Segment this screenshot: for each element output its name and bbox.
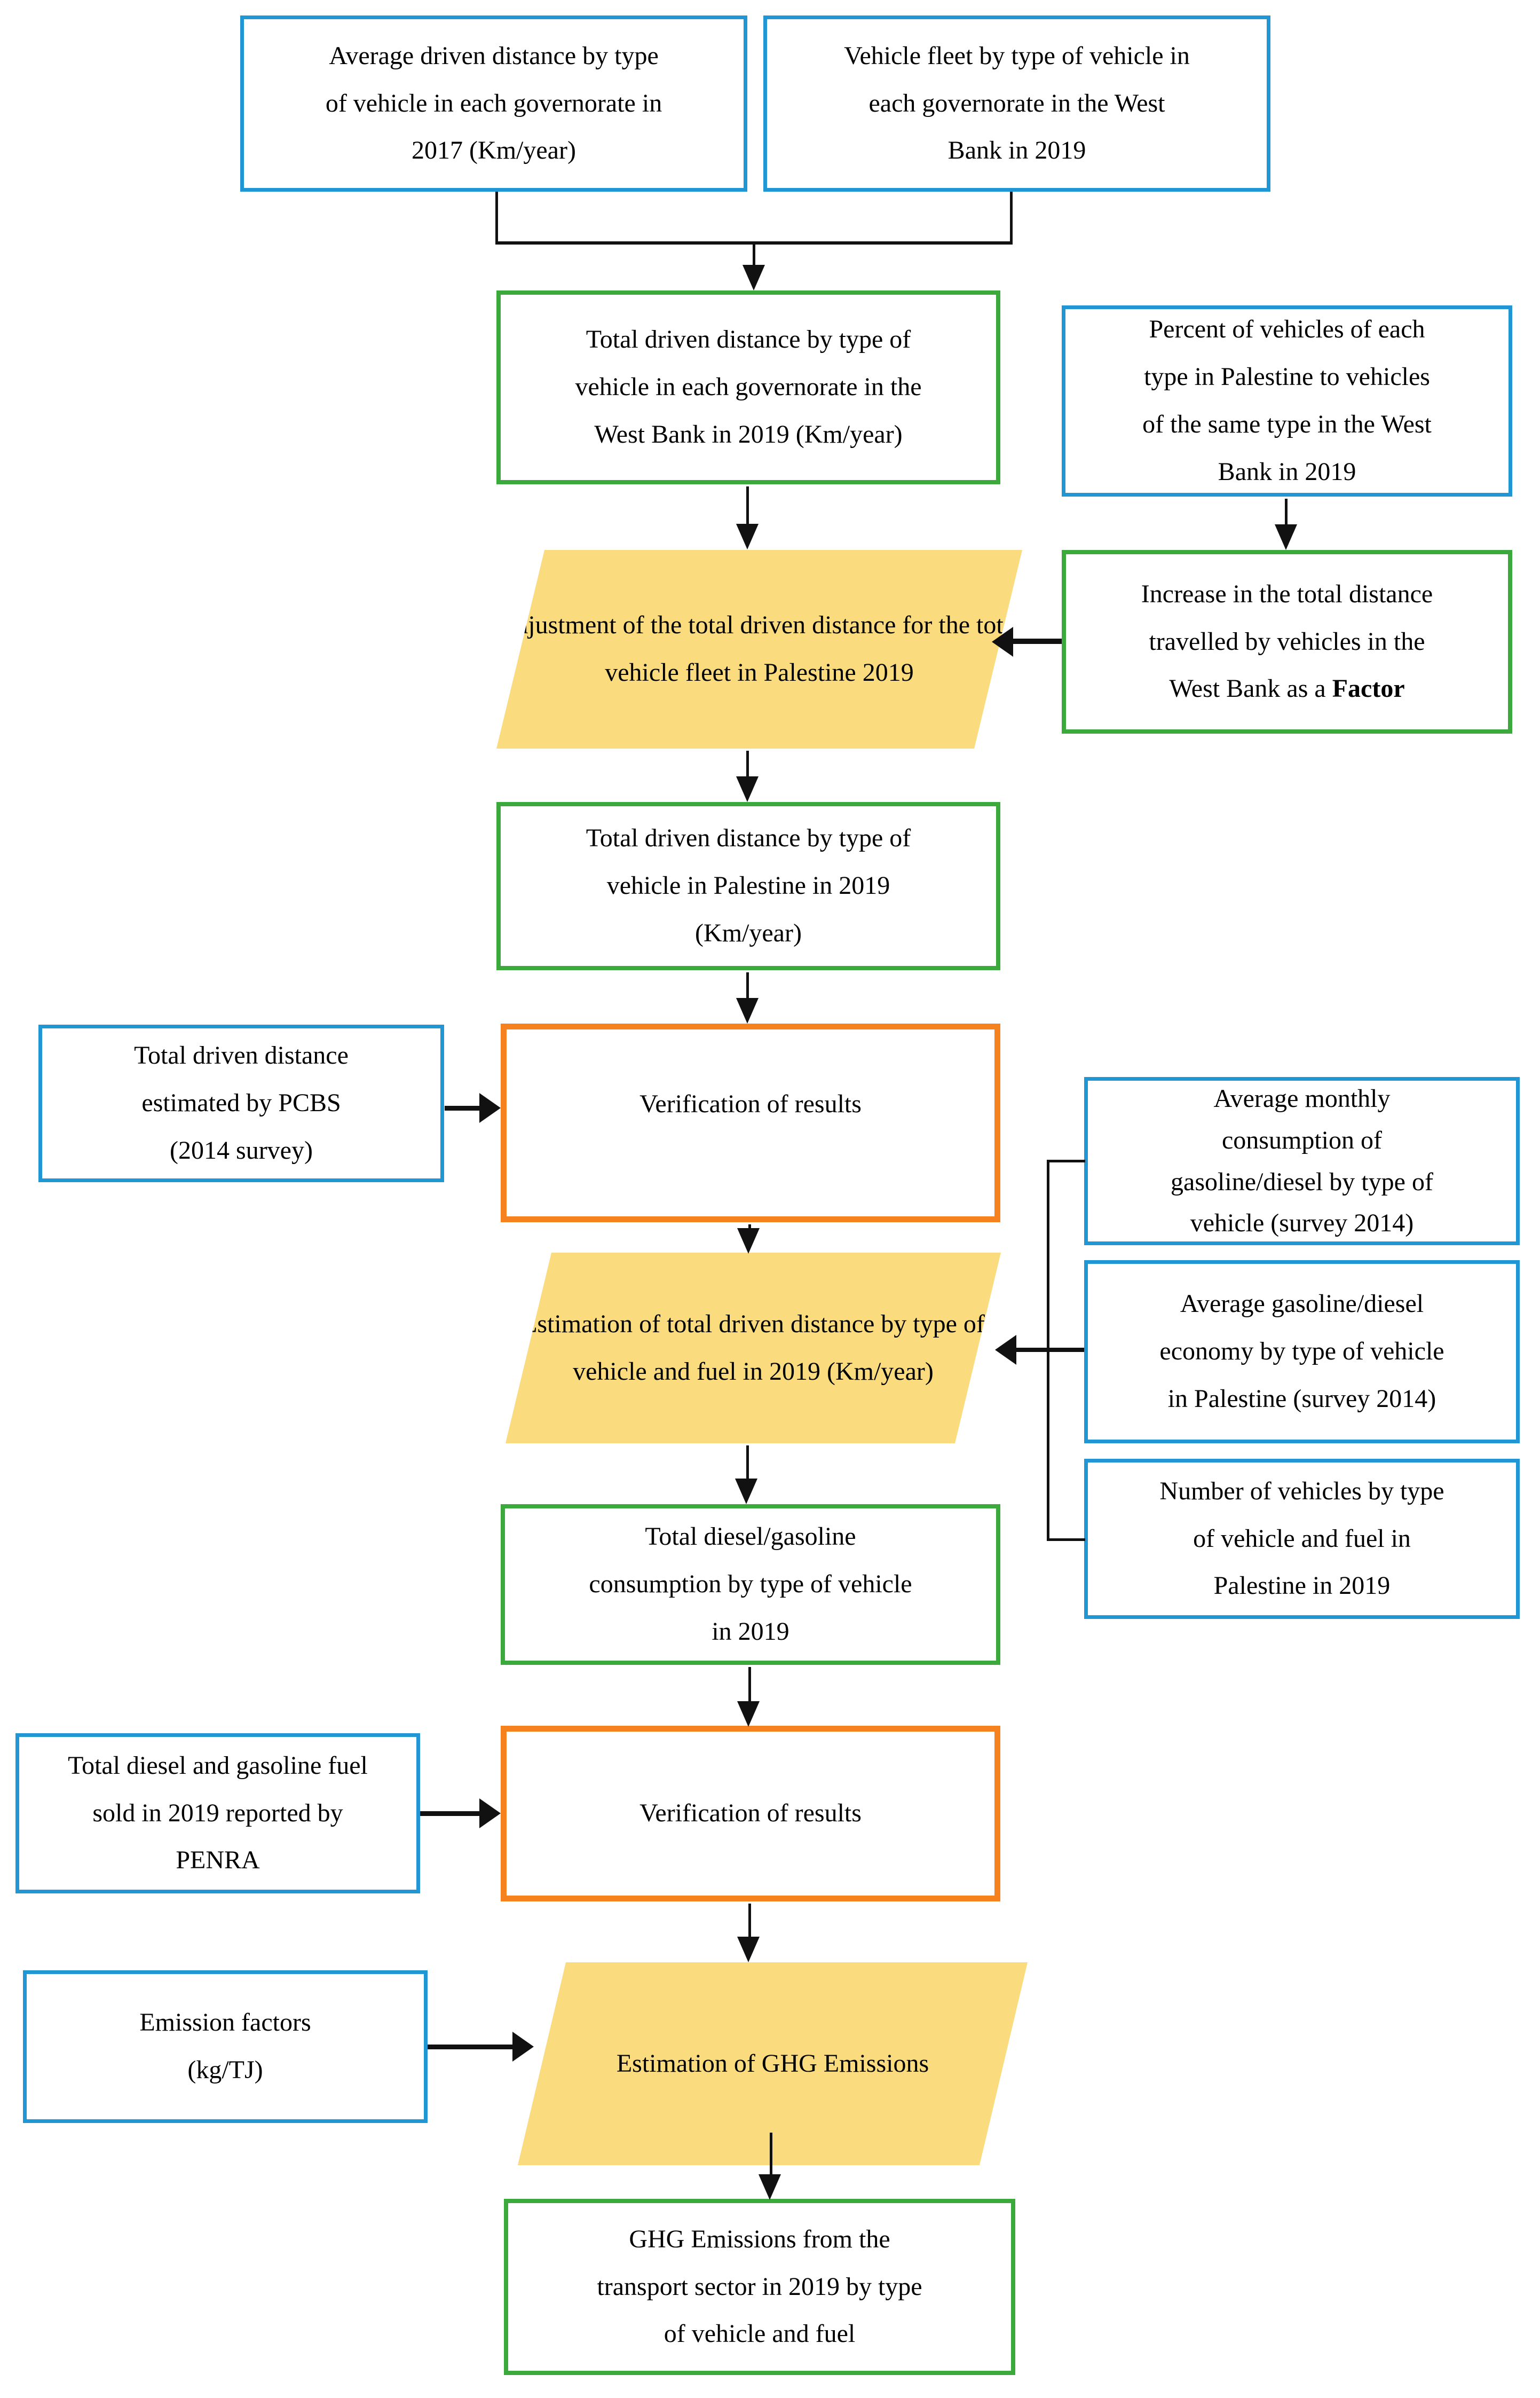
arrow-bracket-to-estimation-shaft (1016, 1348, 1084, 1352)
arrow-verify1-to-estimation-head (737, 1228, 760, 1254)
arrow-totalwb-to-adjustment-shaft (746, 486, 749, 525)
arrow-penra-to-verify2-head (479, 1798, 501, 1828)
arrow-consumption-to-verify2-shaft (748, 1667, 751, 1702)
arrow-verify2-to-ghg-shaft (748, 1904, 751, 1938)
arrow-ghg-to-final-shaft (770, 2133, 772, 2175)
node-penra-fuel-sold-label: Total diesel and gasoline fuel sold in 2… (68, 1751, 368, 1875)
node-number-of-vehicles-label: Number of vehicles by type of vehicle an… (1159, 1476, 1444, 1600)
node-pcbs-survey: Total driven distance estimated by PCBS … (38, 1025, 444, 1182)
arrow-emission-to-ghg-shaft (428, 2045, 512, 2049)
factor-bold-text: Factor (1332, 674, 1405, 703)
node-vehicle-fleet: Vehicle fleet by type of vehicle in each… (763, 15, 1270, 192)
arrow-adjustment-to-palestine-shaft (746, 751, 749, 777)
node-increase-factor-label: Increase in the total distance travelled… (1141, 579, 1433, 703)
connector-avg-distance-down (495, 192, 498, 243)
arrow-adjustment-to-palestine-head (736, 776, 759, 802)
node-estimation-label: Estimation of total driven distance by t… (522, 1309, 985, 1386)
node-average-monthly-consumption: Average monthly consumption of gasoline/… (1084, 1077, 1520, 1245)
node-increase-factor: Increase in the total distance travelled… (1062, 550, 1512, 734)
node-emission-factors-label: Emission factors (kg/TJ) (139, 2008, 311, 2084)
arrow-ghg-to-final-head (759, 2174, 781, 2200)
arrow-percent-to-increase-shaft (1285, 499, 1288, 525)
node-average-fuel-economy: Average gasoline/diesel economy by type … (1084, 1260, 1520, 1443)
node-percent-vehicles: Percent of vehicles of each type in Pale… (1062, 305, 1512, 497)
arrow-consumption-to-verify2-head (737, 1701, 760, 1727)
arrow-estimation-to-consumption-head (735, 1479, 757, 1504)
node-average-driven-distance: Average driven distance by type of vehic… (240, 15, 747, 192)
node-total-distance-palestine: Total driven distance by type of vehicle… (496, 802, 1000, 970)
node-number-of-vehicles: Number of vehicles by type of vehicle an… (1084, 1459, 1520, 1619)
node-pcbs-survey-label: Total driven distance estimated by PCBS … (134, 1041, 349, 1165)
node-total-fuel-consumption-label: Total diesel/gasoline consumption by typ… (589, 1522, 912, 1646)
node-estimation-parallelogram: Estimation of total driven distance by t… (506, 1253, 1001, 1443)
connector-vehicle-fleet-down (1010, 192, 1013, 243)
arrow-merge-to-total-wb-head (743, 265, 765, 290)
arrow-verify1-to-estimation-shaft (748, 1224, 751, 1230)
node-ghg-final-result-label: GHG Emissions from the transport sector … (597, 2224, 922, 2348)
node-average-driven-distance-label: Average driven distance by type of vehic… (325, 41, 662, 165)
node-verification-1: Verification of results (501, 1024, 1000, 1222)
arrow-increase-to-adjustment-head (992, 627, 1013, 657)
arrow-pcbs-to-verify1-head (479, 1093, 501, 1123)
node-ghg-estimation-label: Estimation of GHG Emissions (616, 2049, 929, 2078)
arrow-penra-to-verify2-shaft (420, 1811, 479, 1816)
node-total-distance-west-bank: Total driven distance by type of vehicle… (496, 290, 1000, 484)
arrow-bracket-to-estimation-head (995, 1335, 1016, 1365)
node-total-fuel-consumption: Total diesel/gasoline consumption by typ… (501, 1504, 1000, 1665)
node-average-monthly-consumption-label: Average monthly consumption of gasoline/… (1171, 1084, 1433, 1238)
arrow-verify2-to-ghg-head (737, 1937, 760, 1962)
node-penra-fuel-sold: Total diesel and gasoline fuel sold in 2… (15, 1733, 420, 1893)
node-percent-vehicles-label: Percent of vehicles of each type in Pale… (1142, 315, 1432, 486)
bracket-stub-avg-monthly (1047, 1160, 1085, 1162)
node-verification-1-label: Verification of results (639, 1089, 862, 1118)
node-average-fuel-economy-label: Average gasoline/diesel economy by type … (1159, 1290, 1444, 1413)
arrow-increase-to-adjustment-shaft (1013, 639, 1062, 644)
node-adjustment-parallelogram: Adjustment of the total driven distance … (496, 550, 1022, 749)
node-adjustment-label: Adjustment of the total driven distance … (496, 611, 1022, 687)
node-total-distance-west-bank-label: Total driven distance by type of vehicle… (575, 325, 922, 449)
arrow-emission-to-ghg-head (512, 2032, 534, 2062)
node-ghg-final-result: GHG Emissions from the transport sector … (504, 2199, 1015, 2375)
arrow-palestine-to-verify1-shaft (746, 972, 749, 999)
node-verification-2-label: Verification of results (639, 1799, 862, 1828)
arrow-totalwb-to-adjustment-head (736, 524, 759, 549)
node-total-distance-palestine-label: Total driven distance by type of vehicle… (586, 824, 911, 947)
node-vehicle-fleet-label: Vehicle fleet by type of vehicle in each… (844, 41, 1190, 165)
arrow-palestine-to-verify1-head (736, 998, 759, 1024)
arrow-estimation-to-consumption-shaft (746, 1445, 749, 1480)
node-verification-2: Verification of results (501, 1726, 1000, 1901)
node-emission-factors: Emission factors (kg/TJ) (23, 1970, 428, 2123)
arrow-merge-to-total-wb-shaft (753, 245, 755, 266)
arrow-percent-to-increase-head (1275, 524, 1297, 550)
node-ghg-estimation-parallelogram: Estimation of GHG Emissions (518, 1962, 1028, 2165)
bracket-stub-num-vehicles (1047, 1538, 1085, 1541)
connector-merge-horizontal (495, 241, 1013, 245)
arrow-pcbs-to-verify1-shaft (445, 1106, 479, 1111)
